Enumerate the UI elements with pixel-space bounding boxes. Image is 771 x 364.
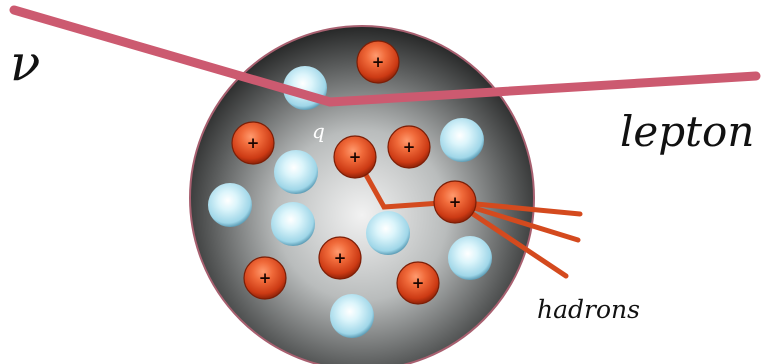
charge-label: + (372, 53, 385, 71)
neutral-particles (208, 66, 492, 338)
charge-label: + (334, 249, 347, 267)
positive-particle: + (333, 135, 377, 179)
neutral-particle (448, 236, 492, 280)
charge-label: + (247, 134, 260, 152)
neutral-particle (271, 202, 315, 246)
charge-label: + (412, 274, 425, 292)
positive-particle: + (433, 180, 477, 224)
positive-particle: + (318, 236, 362, 280)
hadron-track (452, 199, 569, 279)
positive-particle: + (387, 125, 431, 169)
neutral-particle (274, 150, 318, 194)
neutrino-label: ν (10, 34, 40, 92)
charge-label: + (403, 138, 416, 156)
neutral-particle (366, 211, 410, 255)
hadrons-label: hadrons (537, 295, 640, 324)
positive-particle: + (243, 256, 287, 300)
positive-particles: + + + + + + + (231, 40, 477, 305)
neutrino-lepton-track (9, 5, 761, 107)
neutral-particle (330, 294, 374, 338)
neutral-particle (208, 183, 252, 227)
positive-particle: + (356, 40, 400, 84)
charge-label: + (259, 269, 272, 287)
lepton-label: lepton (620, 107, 754, 156)
positive-particle: + (396, 261, 440, 305)
positive-particle: + (231, 121, 275, 165)
quark-vertex-label: q (312, 119, 325, 143)
neutral-particle (440, 118, 484, 162)
charge-label: + (349, 148, 362, 166)
charge-label: + (449, 193, 462, 211)
